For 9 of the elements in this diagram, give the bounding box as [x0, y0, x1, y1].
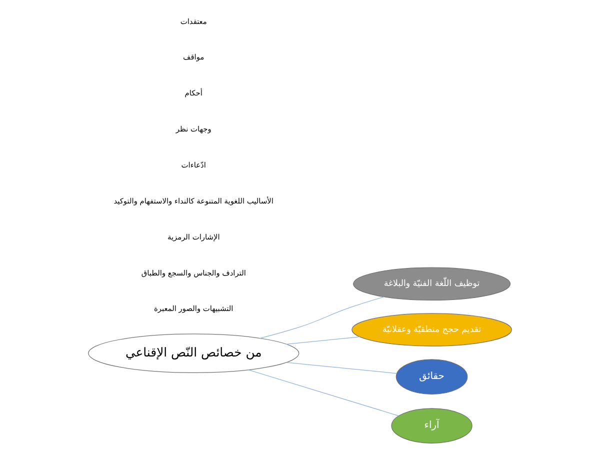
node-ellipse: آراء [391, 408, 472, 444]
connector [286, 336, 360, 344]
node-ellipse: تقديم حجج منطقيّة وعقلانيّة [352, 313, 512, 346]
connector [248, 370, 399, 416]
connector [286, 362, 398, 374]
node-ellipse: توظيف اللّغة الفنيّة والبلاغة [353, 267, 511, 301]
connector [260, 296, 384, 339]
node-ellipse: حقائق [396, 359, 468, 395]
node-ellipse: من خصائص النّص الإقناعي [88, 334, 300, 373]
